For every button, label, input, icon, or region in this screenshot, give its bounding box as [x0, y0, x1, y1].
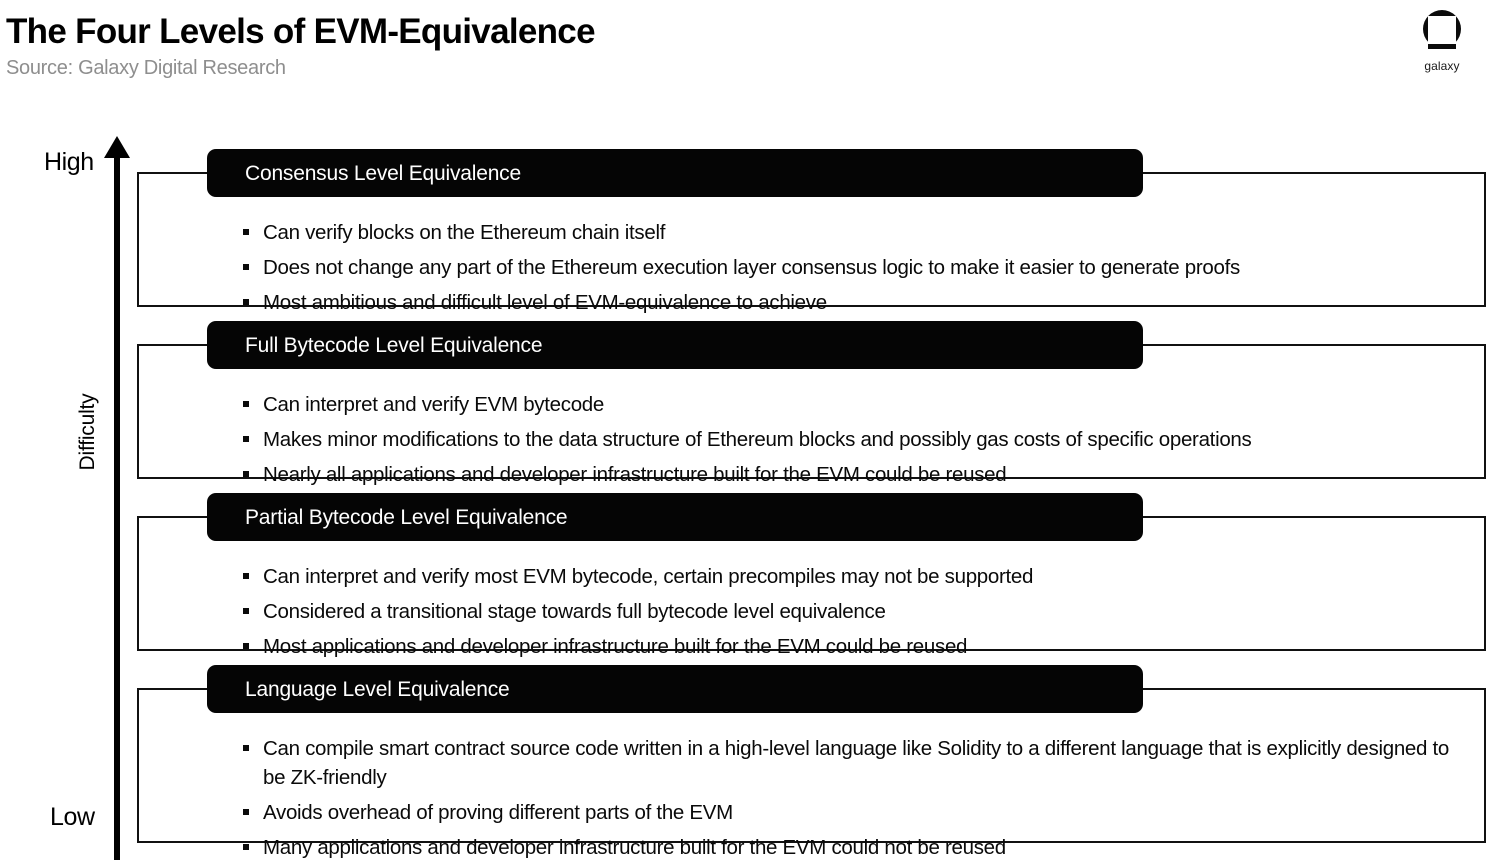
level-header-bar[interactable]: Full Bytecode Level Equivalence	[207, 321, 1143, 369]
bullet-item: Most ambitious and difficult level of EV…	[242, 288, 1458, 317]
bullet-text: Many applications and developer infrastr…	[263, 836, 1006, 860]
bullet-square-icon	[243, 264, 249, 271]
bullet-square-icon	[243, 643, 249, 650]
bullet-item: Most applications and developer infrastr…	[242, 632, 1458, 661]
bullet-square-icon	[243, 844, 249, 851]
level-bullet-list: Can interpret and verify most EVM byteco…	[242, 562, 1458, 661]
bullet-item: Can interpret and verify most EVM byteco…	[242, 562, 1458, 591]
bullet-text: Nearly all applications and developer in…	[263, 463, 1007, 487]
level-title: Full Bytecode Level Equivalence	[245, 333, 543, 357]
logo-wordmark: galaxy	[1424, 59, 1460, 73]
bullet-text: Can compile smart contract source code w…	[263, 737, 1450, 790]
level-title: Partial Bytecode Level Equivalence	[245, 505, 568, 529]
bullet-item: Considered a transitional stage towards …	[242, 597, 1458, 626]
bullet-square-icon	[243, 229, 249, 235]
bullet-square-icon	[243, 436, 249, 443]
source-label: Source: Galaxy Digital Research	[6, 57, 286, 80]
bullet-text: Can interpret and verify EVM bytecode	[263, 393, 604, 416]
axis-line	[114, 152, 120, 860]
level-title: Language Level Equivalence	[245, 677, 510, 701]
bullet-square-icon	[243, 401, 249, 407]
bullet-text: Can verify blocks on the Ethereum chain …	[263, 221, 666, 244]
axis-label-high: High	[44, 148, 94, 176]
bullet-square-icon	[243, 573, 249, 579]
bullet-item: Many applications and developer infrastr…	[242, 833, 1458, 862]
bullet-text: Most applications and developer infrastr…	[263, 635, 968, 659]
galaxy-logo: galaxy	[1406, 10, 1478, 73]
bullet-text: Avoids overhead of proving different par…	[263, 801, 733, 825]
bullet-item: Can interpret and verify EVM bytecode	[242, 390, 1458, 419]
bullet-square-icon	[243, 608, 249, 615]
bullet-text: Does not change any part of the Ethereum…	[263, 256, 1240, 280]
bullet-text: Can interpret and verify most EVM byteco…	[263, 565, 1034, 588]
logo-bar-shape	[1428, 44, 1456, 49]
bullet-item: Makes minor modifications to the data st…	[242, 425, 1458, 454]
bullet-item: Avoids overhead of proving different par…	[242, 798, 1458, 827]
page-title: The Four Levels of EVM-Equivalence	[6, 12, 596, 51]
bullet-square-icon	[243, 471, 249, 478]
galaxy-logo-icon	[1420, 10, 1464, 56]
bullet-square-icon	[243, 299, 249, 306]
axis-arrow-icon	[104, 136, 130, 158]
logo-square-shape	[1428, 16, 1456, 44]
bullet-item: Can compile smart contract source code w…	[242, 734, 1458, 792]
level-bullet-list: Can compile smart contract source code w…	[242, 734, 1458, 862]
bullet-square-icon	[243, 745, 249, 751]
bullet-item: Can verify blocks on the Ethereum chain …	[242, 218, 1458, 247]
bullet-text: Considered a transitional stage towards …	[263, 600, 886, 624]
level-header-bar[interactable]: Partial Bytecode Level Equivalence	[207, 493, 1143, 541]
bullet-text: Makes minor modifications to the data st…	[263, 428, 1252, 452]
bullet-item: Does not change any part of the Ethereum…	[242, 253, 1458, 282]
header: The Four Levels of EVM-Equivalence Sourc…	[6, 12, 1006, 80]
bullet-item: Nearly all applications and developer in…	[242, 460, 1458, 489]
bullet-square-icon	[243, 809, 249, 816]
difficulty-axis: High Low Difficulty	[0, 0, 200, 868]
axis-label-low: Low	[50, 803, 95, 831]
level-header-bar[interactable]: Language Level Equivalence	[207, 665, 1143, 713]
level-header-bar[interactable]: Consensus Level Equivalence	[207, 149, 1143, 197]
level-title: Consensus Level Equivalence	[245, 161, 521, 185]
bullet-text: Most ambitious and difficult level of EV…	[263, 291, 827, 315]
axis-title: Difficulty	[76, 393, 99, 471]
level-bullet-list: Can verify blocks on the Ethereum chain …	[242, 218, 1458, 317]
